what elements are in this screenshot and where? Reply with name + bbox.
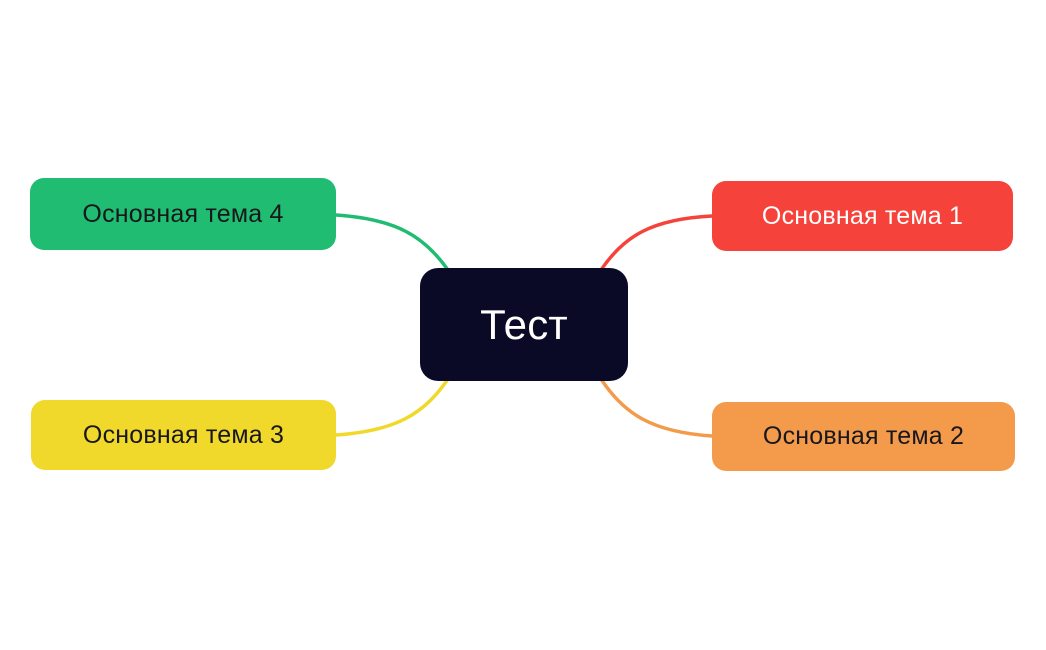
edge-central-to-topic-3	[334, 377, 450, 437]
edge-central-to-topic-1	[599, 214, 714, 272]
topic-node-4[interactable]: Основная тема 4	[30, 178, 336, 250]
topic-node-2-label: Основная тема 2	[762, 422, 965, 450]
edge-central-to-topic-4	[334, 213, 450, 272]
topic-node-4-label: Основная тема 4	[82, 199, 284, 228]
central-node[interactable]: Тест	[420, 268, 628, 381]
central-node-label: Тест	[480, 300, 568, 348]
topic-node-1[interactable]: Основная тема 1	[712, 181, 1013, 251]
edge-central-to-topic-2	[599, 377, 714, 438]
topic-node-2[interactable]: Основная тема 2	[712, 402, 1015, 471]
topic-node-3[interactable]: Основная тема 3	[31, 400, 336, 470]
topic-node-1-label: Основная тема 1	[761, 201, 964, 230]
topic-node-3-label: Основная тема 3	[82, 420, 285, 449]
